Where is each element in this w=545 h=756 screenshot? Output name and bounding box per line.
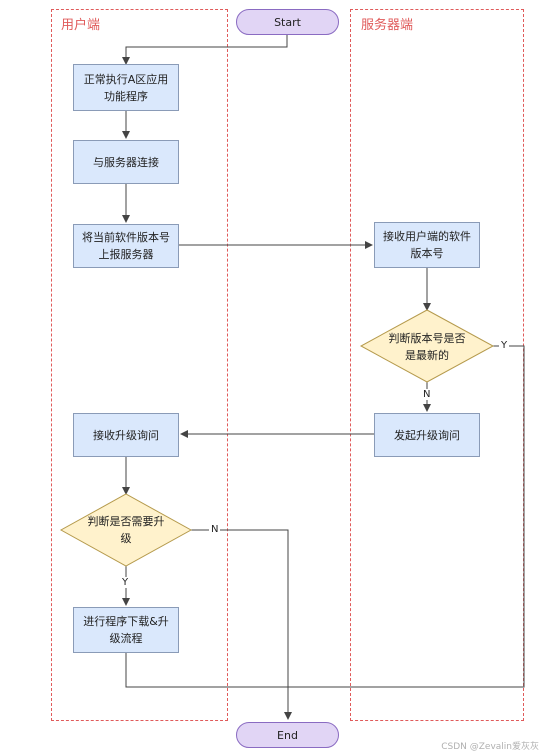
edge-label-need-no: N (209, 524, 221, 535)
decision-judge-latest (359, 309, 495, 383)
client-lane (51, 9, 228, 721)
decision-judge-need-label: 判断是否需要升级 (87, 515, 165, 545)
edge-start-to-run (122, 33, 288, 65)
server-lane-title: 服务器端 (361, 18, 414, 33)
end-terminal: End (236, 722, 339, 748)
process-receive-version: 接收用户端的软件版本号 (374, 222, 480, 268)
edge-need-no (191, 529, 292, 720)
process-report-version: 将当前软件版本号上报服务器 (73, 224, 179, 268)
edge-label-latest-yes: Y (499, 340, 510, 351)
client-lane-title: 用户端 (61, 18, 101, 33)
edge-label-need-yes: Y (120, 577, 131, 588)
watermark-text: CSDN @Zevalin爱灰灰 (441, 742, 539, 752)
edge-label-latest-no: N (421, 389, 433, 400)
decision-judge-latest-label: 判断版本号是否是最新的 (388, 332, 466, 362)
process-connect: 与服务器连接 (73, 140, 179, 184)
start-terminal: Start (236, 9, 339, 35)
process-download: 进行程序下载&升级流程 (73, 607, 179, 653)
decision-judge-need (59, 493, 193, 567)
edge-latest-yes (125, 345, 525, 688)
process-send-inquiry: 发起升级询问 (374, 413, 480, 457)
process-run-app: 正常执行A区应用功能程序 (73, 64, 179, 111)
process-receive-inquiry: 接收升级询问 (73, 413, 179, 457)
